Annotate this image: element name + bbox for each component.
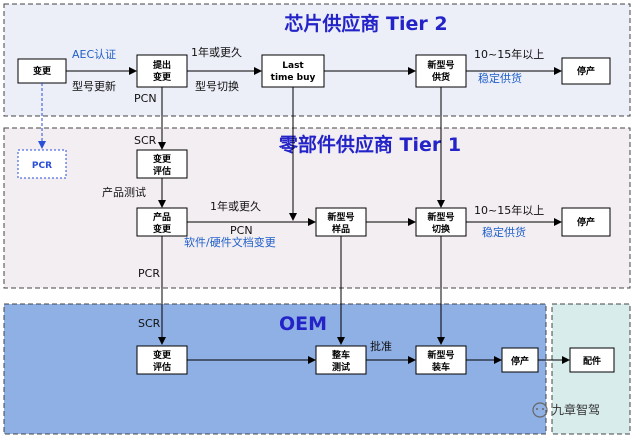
box-t2-new-supply-line1: 新型号 — [427, 59, 454, 71]
box-oem-vehicle-test — [315, 345, 367, 375]
box-parts — [569, 347, 615, 373]
box-t1-eval-line2: 评估 — [153, 165, 171, 177]
box-t2-stop-label: 停产 — [577, 65, 595, 77]
label-one-year-t1: 1年或更久 — [210, 199, 261, 213]
box-t2-lastbuy-line1: Last — [282, 61, 304, 71]
watermark-text: 九章智驾 — [552, 402, 600, 417]
box-oem-vehicle-test-line2: 测试 — [332, 361, 350, 373]
label-pcn-t2: PCN — [134, 92, 157, 105]
box-oem-stop — [501, 347, 539, 373]
box-t1-new-switch-line2: 切换 — [432, 223, 451, 235]
box-t2-stop — [561, 57, 611, 85]
tier2-title: 芯片供应商 Tier 2 — [284, 12, 447, 35]
box-t1-new-sample-line2: 样品 — [332, 223, 350, 235]
box-t1-new-switch-line1: 新型号 — [427, 211, 454, 223]
watermark: 九章智驾 — [532, 402, 600, 418]
box-t1-stop — [561, 207, 611, 237]
label-years-t2: 10~15年以上 — [474, 47, 544, 61]
box-t1-prod-change-line2: 变更 — [153, 223, 172, 235]
label-pcr-t1: PCR — [138, 267, 160, 280]
box-pcr-label: PCR — [32, 161, 52, 171]
box-t2-propose-line2: 变更 — [153, 71, 172, 83]
label-model-switch: 型号切换 — [195, 79, 239, 93]
box-parts-label: 配件 — [583, 355, 601, 367]
label-scr-t1: SCR — [134, 134, 157, 147]
box-t1-new-sample-line1: 新型号 — [327, 211, 354, 223]
box-oem-new-install — [415, 345, 467, 375]
box-t1-prod-change — [136, 207, 188, 237]
label-model-update: 型号更新 — [72, 79, 116, 93]
box-pcr — [17, 149, 67, 179]
label-years-t1: 10~15年以上 — [474, 203, 544, 217]
label-scr-oem: SCR — [138, 317, 161, 330]
box-t1-eval-line1: 变更 — [153, 153, 172, 165]
box-t2-new-supply-line2: 供货 — [431, 71, 450, 83]
box-t1-eval — [136, 149, 188, 179]
label-pcn-t1: PCN — [230, 224, 253, 237]
label-stable-t1: 稳定供货 — [482, 225, 526, 239]
oem-title: OEM — [279, 313, 327, 335]
box-oem-vehicle-test-line1: 整车 — [331, 349, 350, 361]
label-stable-t2: 稳定供货 — [478, 71, 522, 85]
box-t2-lastbuy — [261, 54, 325, 88]
watermark-icon — [532, 402, 548, 418]
box-t2-change-label: 变更 — [33, 65, 52, 77]
label-one-year-t2: 1年或更久 — [191, 45, 242, 59]
box-oem-new-install-line1: 新型号 — [427, 349, 454, 361]
label-aec: AEC认证 — [72, 48, 116, 61]
tier1-title: 零部件供应商 Tier 1 — [278, 133, 461, 156]
box-t1-prod-change-line1: 产品 — [153, 211, 171, 223]
box-t1-new-switch — [415, 207, 467, 237]
box-t1-stop-label: 停产 — [577, 216, 595, 228]
box-oem-stop-label: 停产 — [511, 355, 529, 367]
label-approve: 批准 — [370, 339, 392, 353]
label-product-test: 产品测试 — [102, 185, 146, 199]
box-t2-new-supply — [415, 54, 467, 88]
label-docs-change: 软件/硬件文档变更 — [184, 235, 276, 249]
box-oem-eval-line2: 评估 — [153, 361, 171, 373]
box-oem-new-install-line2: 装车 — [431, 361, 450, 373]
box-oem-eval — [136, 345, 188, 375]
box-t2-propose-line1: 提出 — [153, 59, 171, 71]
box-oem-eval-line1: 变更 — [153, 349, 172, 361]
box-t2-lastbuy-line2: time buy — [271, 73, 316, 83]
